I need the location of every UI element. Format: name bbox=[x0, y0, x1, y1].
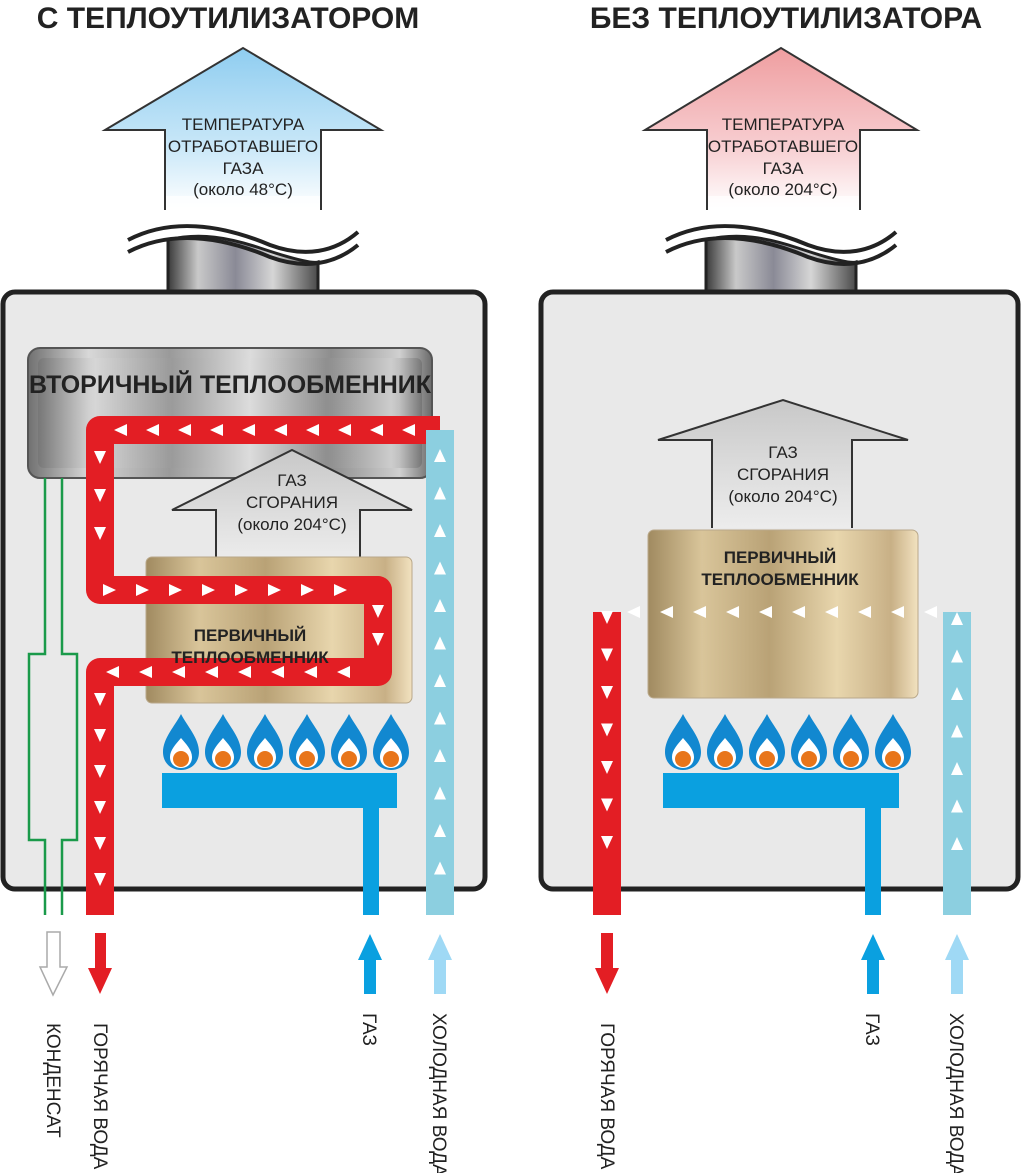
label-condensate: КОНДЕНСАТ bbox=[42, 1023, 63, 1138]
exhaust-label-line1: ТЕМПЕРАТУРА bbox=[182, 115, 305, 134]
gas-in-arrow bbox=[358, 934, 382, 994]
condensate-arrow bbox=[38, 931, 69, 997]
cold-water-in-arrow bbox=[428, 934, 452, 994]
label-gas: ГАЗ bbox=[861, 1013, 882, 1046]
right-panel: ТЕМПЕРАТУРА ОТРАБОТАВШЕГО ГАЗА (около 20… bbox=[538, 46, 1021, 1173]
exhaust-arrow-cool: ТЕМПЕРАТУРА ОТРАБОТАВШЕГО ГАЗА (около 48… bbox=[101, 46, 385, 216]
label-cold-water: ХОЛОДНАЯ ВОДА bbox=[945, 1013, 966, 1173]
flue-pipe bbox=[127, 224, 360, 294]
exhaust-label-line3: ГАЗА bbox=[763, 159, 804, 178]
flue-pipe bbox=[665, 224, 898, 294]
primary-exchanger-label-line1: ПЕРВИЧНЫЙ bbox=[194, 626, 306, 645]
exhaust-temperature: (около 48°C) bbox=[193, 180, 293, 199]
primary-exchanger-label-line1: ПЕРВИЧНЫЙ bbox=[724, 548, 836, 567]
label-cold-water: ХОЛОДНАЯ ВОДА bbox=[428, 1013, 449, 1173]
combustion-gas-arrow: ГАЗ СГОРАНИЯ (около 204°C) bbox=[657, 398, 909, 528]
exhaust-label-line1: ТЕМПЕРАТУРА bbox=[722, 115, 845, 134]
combustion-temperature: (около 204°C) bbox=[237, 515, 346, 534]
combustion-label-line1: ГАЗ bbox=[768, 443, 797, 462]
exhaust-label-line3: ГАЗА bbox=[223, 159, 264, 178]
label-hot-water: ГОРЯЧАЯ ВОДА bbox=[596, 1023, 617, 1170]
exhaust-temperature: (около 204°C) bbox=[728, 180, 837, 199]
condensate-drain bbox=[27, 478, 79, 915]
title-without-heat-recovery: БЕЗ ТЕПЛОУТИЛИЗАТОРА bbox=[590, 2, 982, 35]
exhaust-label-line2: ОТРАБОТАВШЕГО bbox=[168, 137, 318, 156]
combustion-gas-arrow: ГАЗ СГОРАНИЯ (около 204°C) bbox=[171, 448, 413, 560]
gas-manifold bbox=[162, 773, 397, 915]
combustion-temperature: (около 204°C) bbox=[728, 487, 837, 506]
exhaust-arrow-hot: ТЕМПЕРАТУРА ОТРАБОТАВШЕГО ГАЗА (около 20… bbox=[641, 46, 921, 216]
left-panel: ТЕМПЕРАТУРА ОТРАБОТАВШЕГО ГАЗА (около 48… bbox=[0, 46, 488, 1173]
hot-water-out-arrow bbox=[88, 933, 112, 994]
hot-water-out-arrow bbox=[595, 933, 619, 994]
title-with-heat-recovery: С ТЕПЛОУТИЛИЗАТОРОМ bbox=[37, 2, 420, 35]
gas-manifold bbox=[663, 773, 899, 915]
label-hot-water: ГОРЯЧАЯ ВОДА bbox=[89, 1023, 110, 1170]
secondary-heat-exchanger: ВТОРИЧНЫЙ ТЕПЛООБМЕННИК bbox=[27, 347, 433, 479]
primary-exchanger-label-line2: ТЕПЛООБМЕННИК bbox=[701, 570, 859, 589]
gas-in-arrow bbox=[861, 934, 885, 994]
combustion-label-line1: ГАЗ bbox=[277, 471, 306, 490]
label-gas: ГАЗ bbox=[358, 1013, 379, 1046]
secondary-exchanger-label: ВТОРИЧНЫЙ ТЕПЛООБМЕННИК bbox=[29, 369, 432, 399]
cold-water-in-arrow bbox=[945, 934, 969, 994]
combustion-label-line2: СГОРАНИЯ bbox=[737, 465, 829, 484]
primary-exchanger-label-line2: ТЕПЛООБМЕННИК bbox=[171, 648, 329, 667]
exhaust-label-line2: ОТРАБОТАВШЕГО bbox=[708, 137, 858, 156]
combustion-label-line2: СГОРАНИЯ bbox=[246, 493, 338, 512]
